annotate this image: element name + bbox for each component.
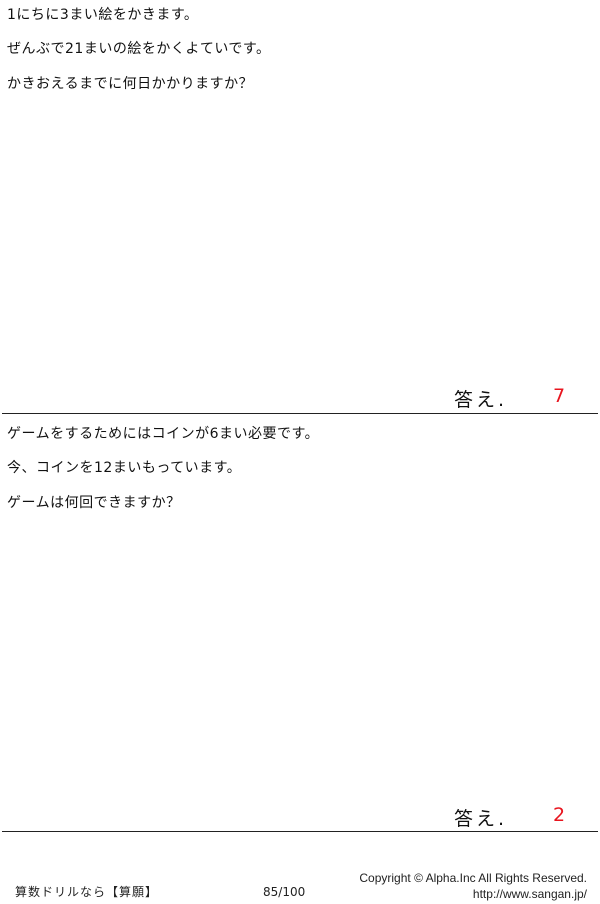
problem-2-question: ゲームは何回できますか？ (7, 495, 181, 511)
problem-1-question: かきおえるまでに何日かかりますか？ (7, 76, 254, 92)
problem-divider (2, 413, 598, 414)
problem-1: 1にちに3まい絵をかきます。 ぜんぶで21まいの絵をかくよていです。 かきおえる… (0, 0, 600, 414)
problem-2: ゲームをするためにはコインが6まい必要です。 今、コインを12まいもっています。… (0, 414, 600, 832)
site-url: http://www.sangan.jp/ (472, 887, 587, 901)
footer-title: 算数ドリルなら【算願】 (15, 885, 159, 899)
problem-2-answer-label: 答え. (454, 808, 508, 830)
problem-2-answer-value: 2 (553, 804, 566, 826)
problem-1-line-1: 1にちに3まい絵をかきます。 (7, 7, 199, 23)
problem-1-line-2: ぜんぶで21まいの絵をかくよていです。 (7, 41, 271, 57)
problem-divider (2, 831, 598, 832)
problem-2-line-1: ゲームをするためにはコインが6まい必要です。 (7, 426, 320, 442)
page-number: 85/100 (263, 885, 306, 899)
problem-1-answer-value: 7 (553, 385, 566, 407)
copyright-notice: Copyright © Alpha.Inc All Rights Reserve… (359, 871, 587, 885)
problem-2-line-2: 今、コインを12まいもっています。 (7, 460, 242, 476)
problem-1-answer-label: 答え. (454, 389, 508, 411)
